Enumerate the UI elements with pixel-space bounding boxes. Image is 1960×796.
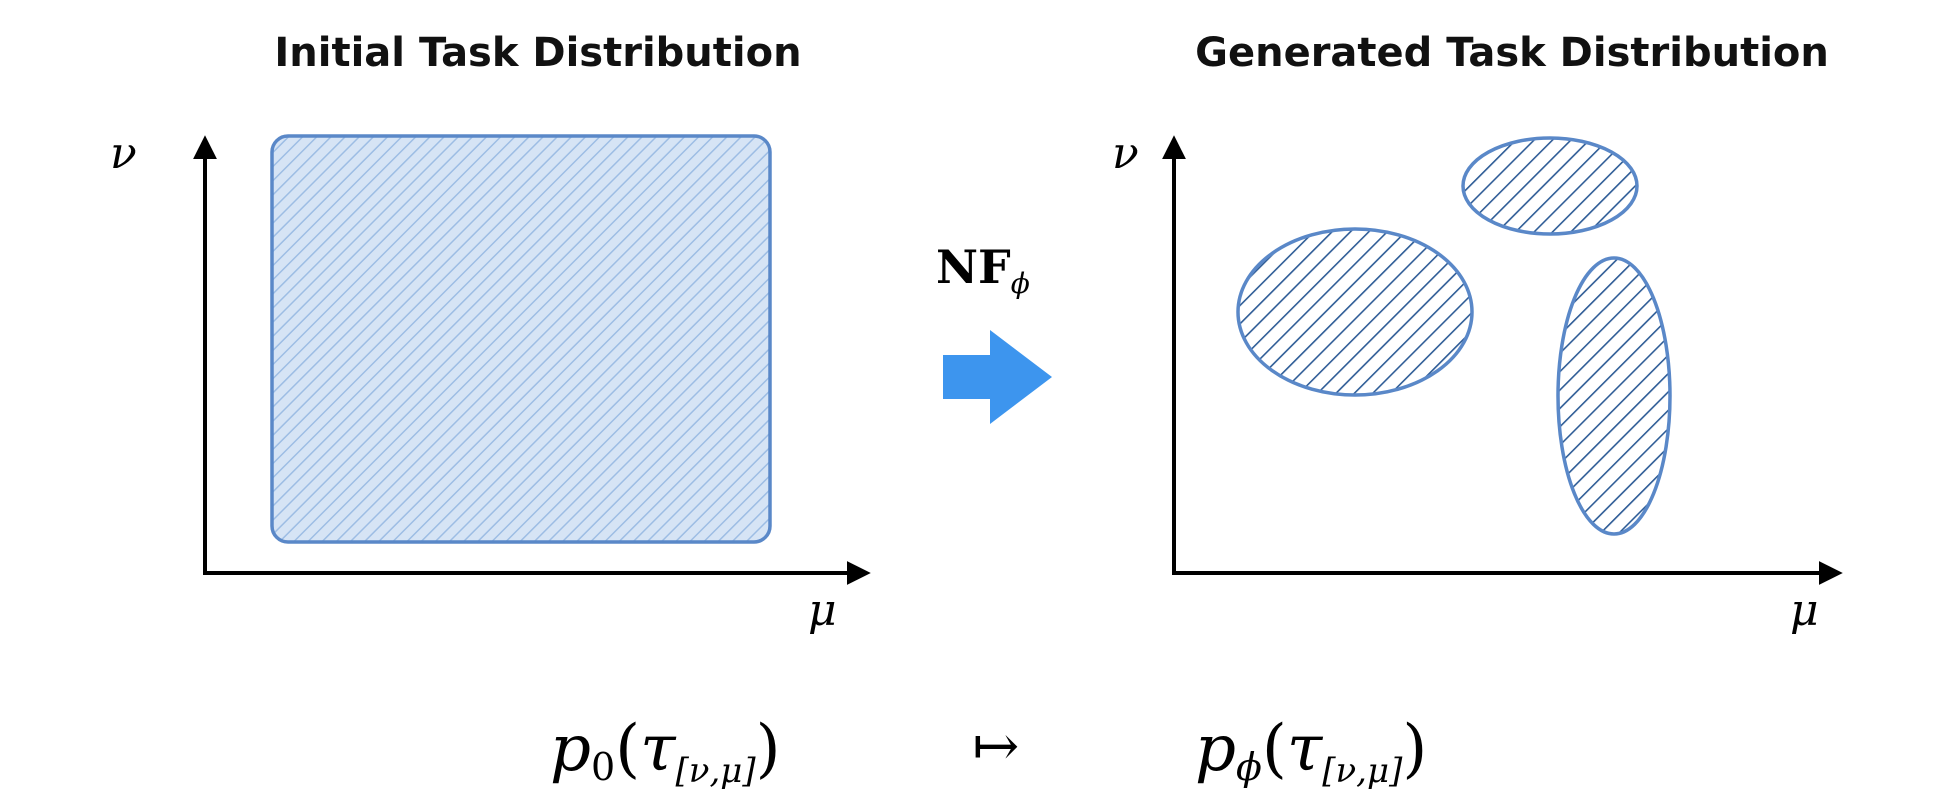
transform-arrow <box>943 330 1052 424</box>
right-y-axis-label: ν <box>1112 128 1139 179</box>
formula-left: p0(τ[ν,μ]) <box>550 712 781 791</box>
formula-left-open: ( <box>615 712 640 786</box>
formula-right-sub: ϕ <box>1236 745 1262 789</box>
left-y-axis-label: ν <box>110 128 137 179</box>
right-panel: Generated Task Distribution ν μ <box>1112 30 1843 636</box>
right-panel-title: Generated Task Distribution <box>1195 30 1829 76</box>
left-x-axis-label: μ <box>808 585 837 636</box>
formula-right-index: [ν,μ] <box>1322 751 1403 791</box>
uniform-task-region <box>270 134 772 544</box>
left-panel-title: Initial Task Distribution <box>274 30 801 76</box>
transform-label-sub: ϕ <box>1011 267 1030 300</box>
right-x-axis-label: μ <box>1790 585 1819 636</box>
transform-label: NFϕ <box>936 240 1030 300</box>
transform-label-main: NF <box>936 240 1011 294</box>
formula-right-open: ( <box>1262 712 1287 786</box>
task-cluster-small-top <box>1461 136 1639 236</box>
formula-right: pϕ(τ[ν,μ]) <box>1195 712 1427 791</box>
formula-right-close: ) <box>1402 712 1427 786</box>
formula-left-tau: τ <box>640 712 677 786</box>
formula-right-p: p <box>1195 712 1236 786</box>
transform: NFϕ <box>936 240 1052 424</box>
formula-right-tau: τ <box>1287 712 1324 786</box>
formula-left-close: ) <box>756 712 781 786</box>
formula-left-index: [ν,μ] <box>676 751 757 791</box>
task-cluster-tall-right <box>1556 256 1672 536</box>
left-panel: Initial Task Distribution ν μ <box>110 30 871 636</box>
formula-left-sub: 0 <box>591 745 615 789</box>
formula-left-p: p <box>550 712 591 786</box>
formula-mapsto: ↦ <box>973 714 1020 779</box>
task-cluster-large-left <box>1236 227 1474 397</box>
formula: p0(τ[ν,μ]) ↦ pϕ(τ[ν,μ]) <box>550 712 1427 791</box>
